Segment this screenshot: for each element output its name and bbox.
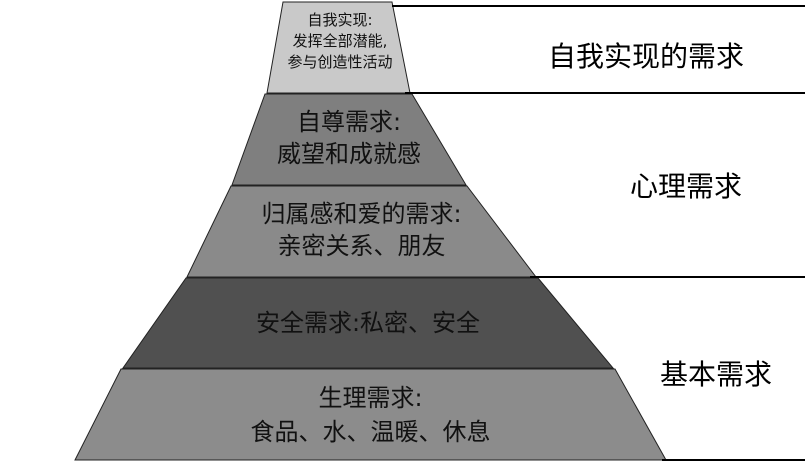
level-belonging-line2: 亲密关系、朋友 [277, 232, 446, 260]
level-esteem [231, 93, 467, 186]
level-safety-text: 安全需求:私密、安全 [123, 307, 613, 339]
level-esteem-line1: 自尊需求: [296, 108, 402, 136]
level-safety-line1: 安全需求:私密、安全 [255, 309, 481, 337]
category-basic: 基本需求 [660, 358, 773, 391]
category-psychological: 心理需求 [630, 170, 743, 203]
level-belonging-text: 归属感和爱的需求: 亲密关系、朋友 [187, 198, 536, 262]
level-self-line1: 自我实现: [307, 11, 373, 29]
level-esteem-line2: 威望和成就感 [277, 140, 421, 168]
level-physiological-line2: 食品、水、温暖、休息 [250, 418, 491, 446]
level-esteem-text: 自尊需求: 威望和成就感 [232, 106, 466, 170]
category-self-actualization: 自我实现的需求 [548, 40, 745, 73]
level-belonging-line1: 归属感和爱的需求: [261, 200, 462, 228]
level-physiological-text: 生理需求: 食品、水、温暖、休息 [75, 381, 666, 449]
level-safety [122, 277, 615, 369]
level-self-line2: 发挥全部潜能, [292, 32, 388, 50]
level-self-line3: 参与创造性活动 [287, 53, 393, 71]
level-self-text: 自我实现: 发挥全部潜能, 参与创造性活动 [270, 10, 410, 73]
level-physiological-line1: 生理需求: [318, 384, 423, 412]
